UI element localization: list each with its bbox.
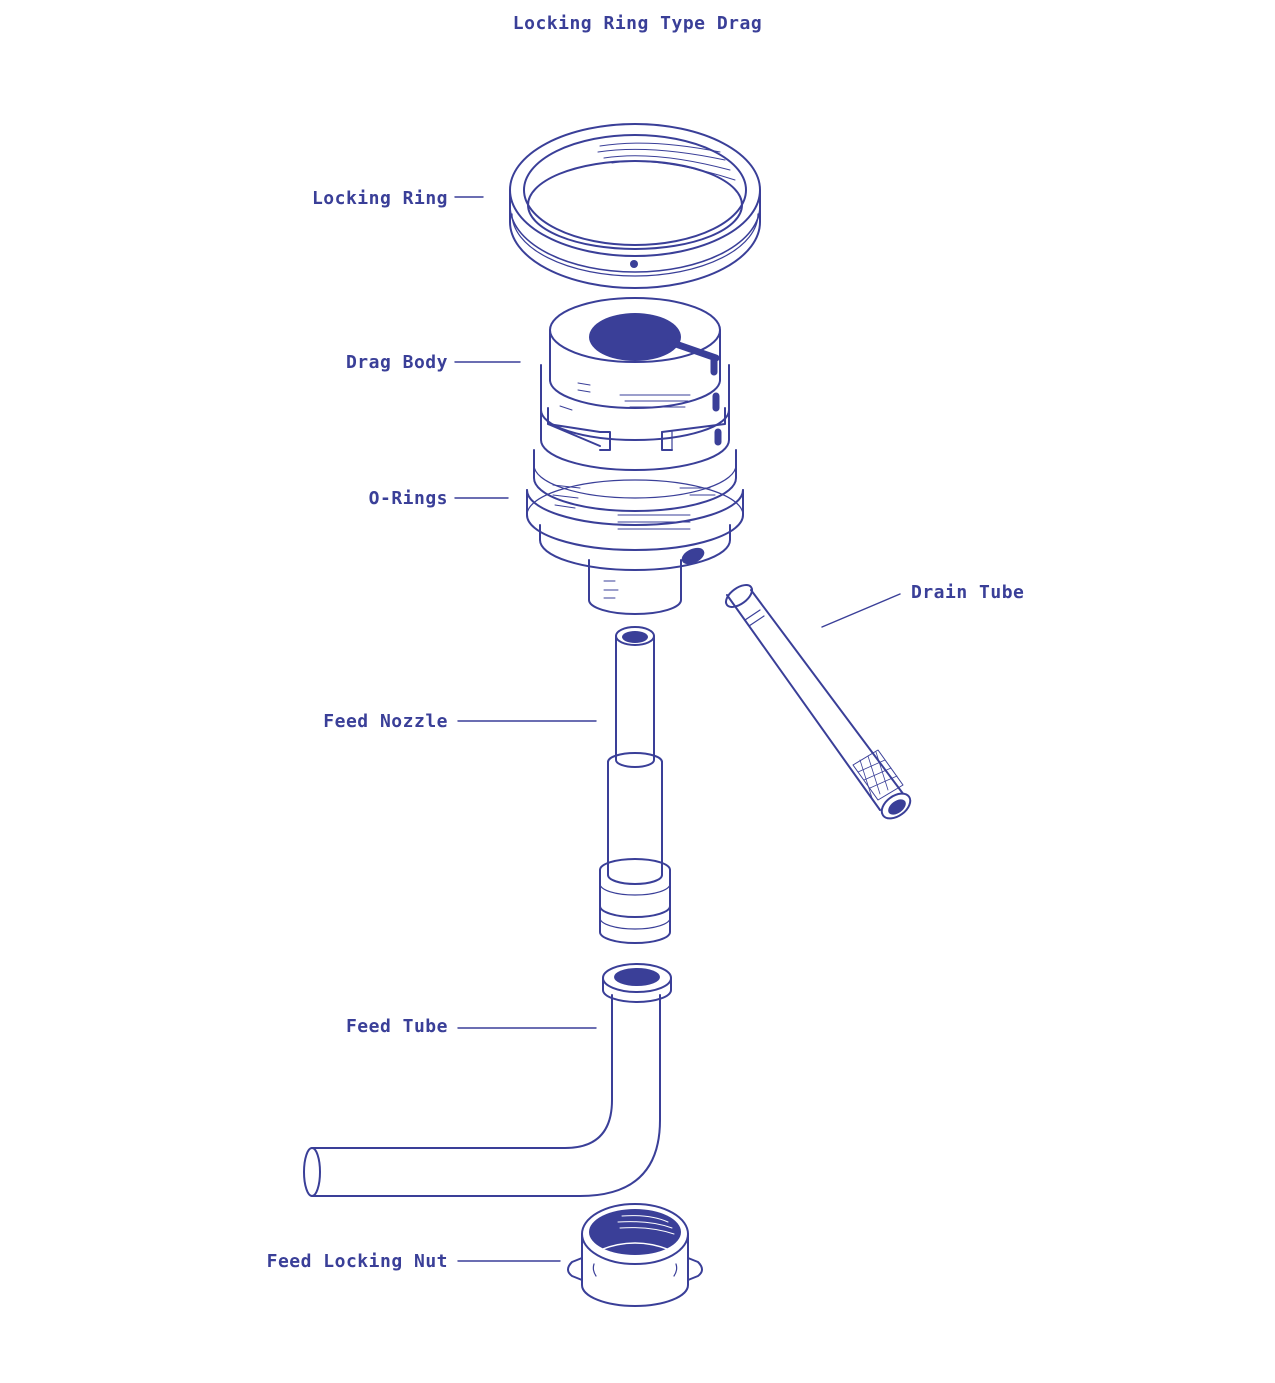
label-feed-tube: Feed Tube [345,1016,448,1037]
locking-ring-drawing [509,123,761,289]
diagram-title: Locking Ring Type Drag [512,13,763,34]
label-feed-locking-nut: Feed Locking Nut [266,1251,448,1272]
feed-tube-drawing [303,963,672,1197]
label-feed-nozzle: Feed Nozzle [323,711,448,732]
drag-body-drawing [526,297,744,615]
label-drag-body: Drag Body [345,352,448,373]
o-ring-hatching [552,484,716,530]
label-o-rings: O-Rings [368,488,448,509]
drain-tube-drawing [724,584,912,820]
leader-lines [454,196,901,1262]
knurl-pattern [857,751,898,799]
ring-thread-lines [597,142,736,181]
label-drain-tube: Drain Tube [911,582,1025,603]
drag-body-hatching [559,382,691,411]
label-locking-ring: Locking Ring [311,188,448,209]
nut-thread-lines [617,1215,675,1235]
leader-drain-tube [821,593,901,628]
feed-nozzle-drawing [599,626,671,944]
feed-locking-nut-drawing [567,1203,703,1307]
